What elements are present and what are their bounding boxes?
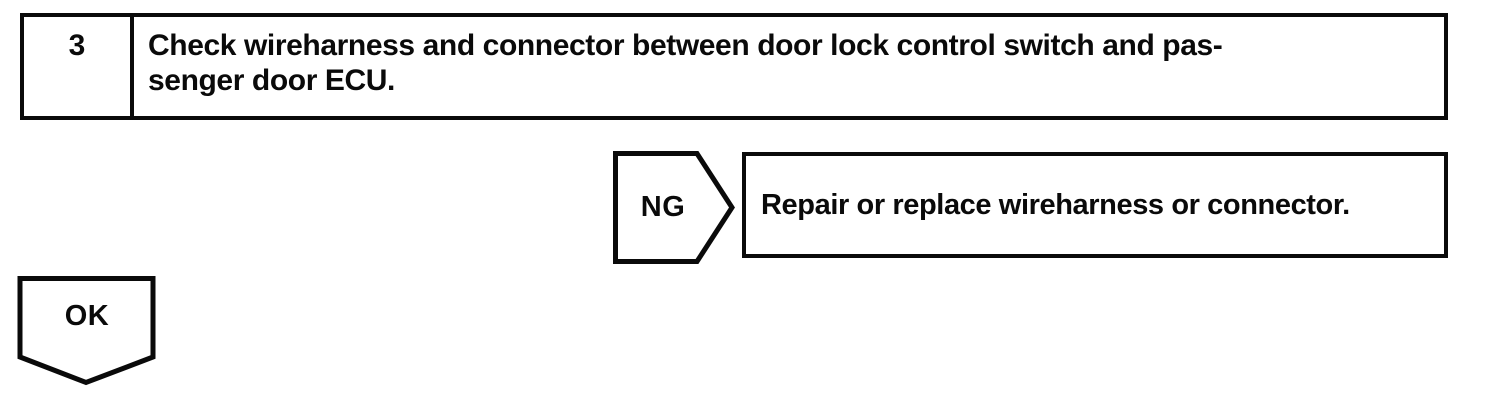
step-instruction-line-2: senger door ECU. bbox=[148, 64, 395, 97]
ng-action-box: Repair or replace wireharness or connect… bbox=[742, 152, 1448, 258]
ok-label: OK bbox=[64, 300, 110, 332]
ng-label: NG bbox=[640, 191, 686, 223]
ng-action-text: Repair or replace wireharness or connect… bbox=[761, 188, 1350, 221]
step-number: 3 bbox=[24, 17, 134, 116]
ng-connector: NG bbox=[613, 151, 737, 264]
step-instruction-line-1: Check wireharness and connector between … bbox=[148, 29, 1223, 62]
ng-pentagon-shape bbox=[613, 151, 735, 264]
ok-pentagon-shape bbox=[17, 276, 156, 386]
step-box: 3 Check wireharness and connector betwee… bbox=[20, 13, 1448, 120]
ok-connector: OK bbox=[17, 276, 157, 386]
step-instruction: Check wireharness and connector between … bbox=[134, 17, 1444, 116]
